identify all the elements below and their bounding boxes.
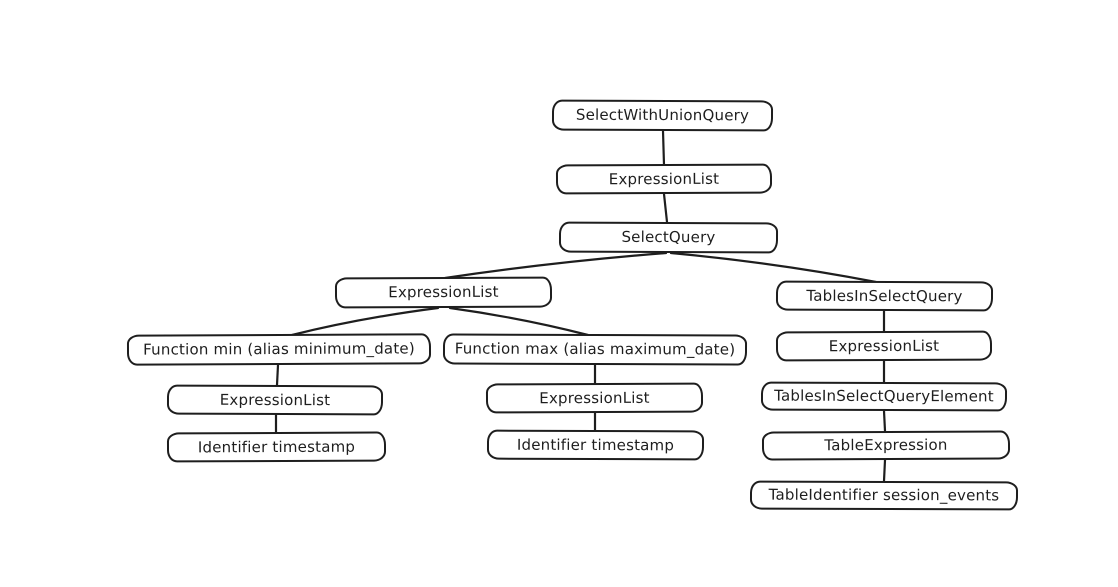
node-expression-list-min: ExpressionList xyxy=(166,384,384,416)
edge-exprlist-to-min xyxy=(290,306,440,337)
node-identifier-timestamp-min: Identifier timestamp xyxy=(166,431,387,463)
node-table-expression: TableExpression xyxy=(761,430,1011,461)
node-expression-list-tables: ExpressionList xyxy=(775,330,993,362)
edge-tableexpr-to-tableid xyxy=(882,458,887,483)
node-table-identifier-session-events: TableIdentifier session_events xyxy=(749,480,1019,511)
edge-select-to-exprlist xyxy=(443,251,668,280)
edge-select-to-tables xyxy=(669,251,878,284)
node-select-with-union-query: SelectWithUnionQuery xyxy=(551,99,774,132)
edge-exprlist-to-max xyxy=(448,306,590,337)
edge-union-to-exprlist xyxy=(661,129,666,167)
node-expression-list-select: ExpressionList xyxy=(334,276,553,309)
node-identifier-timestamp-max: Identifier timestamp xyxy=(486,429,705,461)
node-function-max: Function max (alias maximum_date) xyxy=(442,333,748,366)
edge-exprlist-to-select xyxy=(662,192,669,224)
node-expression-list-max: ExpressionList xyxy=(485,382,704,414)
node-function-min: Function min (alias minimum_date) xyxy=(126,333,432,366)
edge-min-to-exprlist xyxy=(275,363,280,387)
node-tables-in-select-query: TablesInSelectQuery xyxy=(775,280,994,312)
node-expression-list-top: ExpressionList xyxy=(555,163,773,195)
node-select-query: SelectQuery xyxy=(558,221,779,254)
node-tables-in-select-query-element: TablesInSelectQueryElement xyxy=(760,381,1008,412)
edge-element-to-tableexpr xyxy=(882,409,887,433)
